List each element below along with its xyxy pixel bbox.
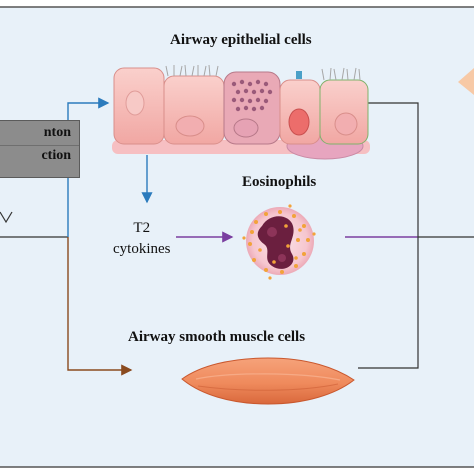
label-airway-epithelial-cells: Airway epithelial cells <box>170 32 312 48</box>
left-box-line2: ction <box>41 148 71 163</box>
epithelium-illustration <box>112 64 370 160</box>
partial-shape-right-edge <box>458 68 474 95</box>
nucleus-1 <box>125 90 145 116</box>
label-t2-line2: cytokines <box>113 241 171 257</box>
nucleus-5 <box>334 112 358 136</box>
pore-marker <box>296 71 302 79</box>
goblet-granules <box>231 79 273 112</box>
eosinophil-illustration <box>242 204 316 280</box>
label-airway-smooth-muscle-cells: Airway smooth muscle cells <box>128 329 306 345</box>
label-eosinophils: Eosinophils <box>242 174 317 190</box>
smooth-muscle-illustration <box>181 357 355 405</box>
left-box-line1: nton <box>43 125 71 140</box>
smooth-muscle-cell <box>181 357 355 405</box>
label-t2-line1: T2 <box>133 220 151 236</box>
nucleus-2 <box>175 115 205 137</box>
line-epithelium-right <box>368 102 419 237</box>
left-box-divider <box>0 145 79 146</box>
nucleus-4 <box>288 108 310 136</box>
arrow-to-smooth-muscle <box>67 237 133 376</box>
label-t2-cytokines: T2 cytokines <box>113 218 171 260</box>
cilia <box>165 64 361 81</box>
line-muscle-right <box>358 237 419 369</box>
left-box: nton ction <box>0 120 80 178</box>
arrow-to-epithelium <box>67 97 110 237</box>
nucleus-3 <box>233 118 259 138</box>
eosinophil-granules <box>242 204 316 280</box>
left-down-arrow-tip <box>0 211 13 224</box>
